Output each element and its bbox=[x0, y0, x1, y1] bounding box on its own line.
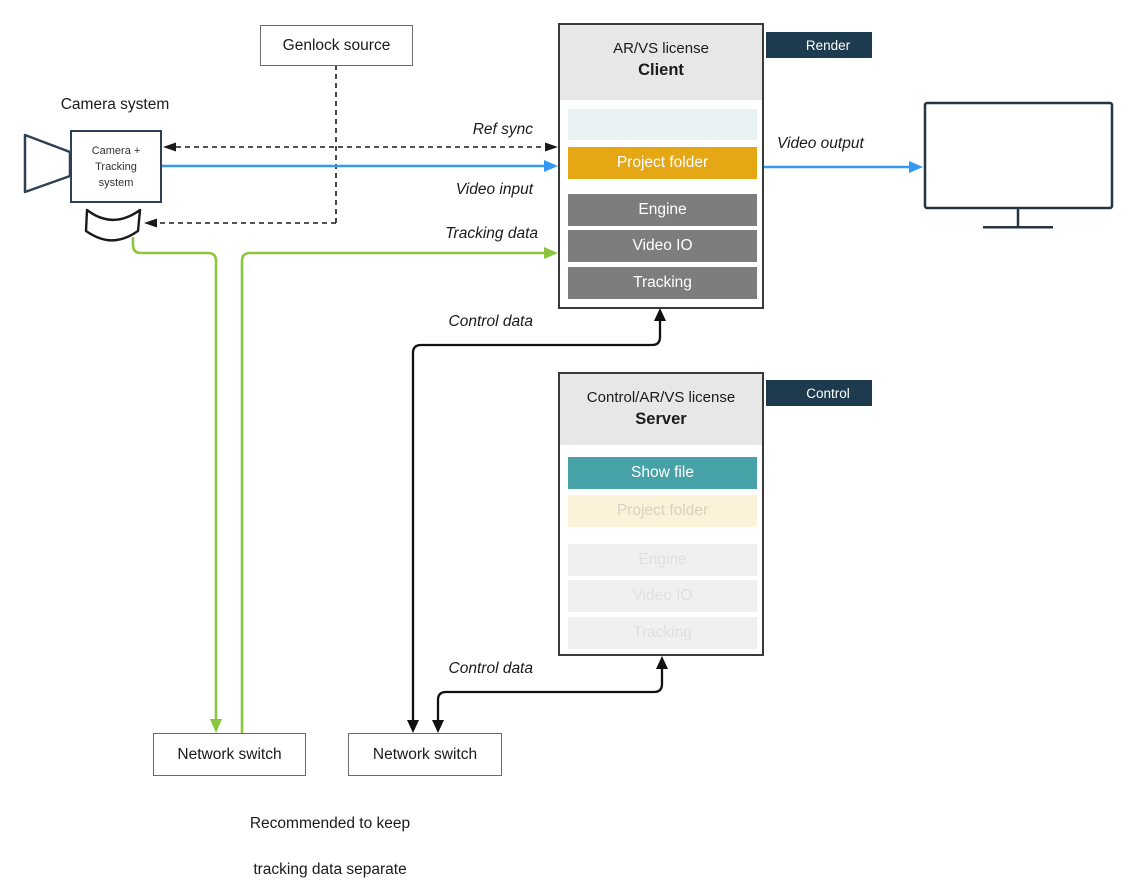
tracking-arrowheads bbox=[210, 247, 558, 733]
camera-body-box: Camera + Tracking system bbox=[70, 130, 162, 203]
client-row-engine: Engine bbox=[568, 194, 757, 226]
ref-sync-arrowhead-left bbox=[163, 142, 176, 152]
ref-sync-label: Ref sync bbox=[472, 121, 533, 138]
monitor-icon bbox=[923, 101, 1114, 229]
video-input-label: Video input bbox=[455, 181, 533, 198]
server-row-video-io: Video IO bbox=[568, 580, 757, 612]
client-row-showfile-slot bbox=[568, 109, 757, 140]
server-row-tracking: Tracking bbox=[568, 617, 757, 649]
tracking-note-line2: tracking data separate bbox=[253, 861, 407, 878]
server-license-label: Control/AR/VS license bbox=[586, 389, 736, 406]
network-switch-left-box: Network switch bbox=[153, 733, 306, 776]
camera-lens-icon bbox=[23, 133, 72, 194]
network-switch-right-box: Network switch bbox=[348, 733, 502, 776]
client-node-header: AR/VS license Client bbox=[560, 25, 762, 100]
render-tag: Render bbox=[766, 32, 872, 58]
tracking-to-switch-line bbox=[131, 237, 218, 719]
tracking-client-arrowhead bbox=[544, 247, 558, 259]
server-role-label: Server bbox=[635, 410, 687, 428]
ref-sync-arrowhead-right bbox=[545, 142, 558, 152]
client-row-tracking: Tracking bbox=[568, 267, 757, 299]
server-control-line bbox=[436, 669, 664, 720]
control-server-arrowhead bbox=[656, 656, 668, 669]
tracking-sync-arrowhead bbox=[144, 218, 157, 228]
render-tag-label: Render bbox=[805, 37, 851, 53]
server-node-header: Control/AR/VS license Server bbox=[560, 374, 762, 445]
genlock-sync-lines bbox=[157, 65, 545, 224]
control-switch-arrowhead-2 bbox=[432, 720, 444, 733]
network-switch-right-label: Network switch bbox=[372, 745, 478, 763]
tracking-note-line1: Recommended to keep bbox=[249, 815, 411, 832]
control-tag-label: Control bbox=[806, 385, 850, 401]
client-row-video-io: Video IO bbox=[568, 230, 757, 262]
video-output-label: Video output bbox=[777, 135, 864, 152]
genlock-source-label: Genlock source bbox=[282, 36, 391, 54]
camera-system-title: Camera system bbox=[60, 96, 170, 113]
client-control-line bbox=[411, 321, 662, 720]
client-node: AR/VS license Client Project folder Engi… bbox=[558, 23, 764, 309]
server-node: Control/AR/VS license Server Show file P… bbox=[558, 372, 764, 656]
client-row-project-folder: Project folder bbox=[568, 147, 757, 179]
control-lines bbox=[411, 321, 664, 720]
video-lines bbox=[162, 164, 909, 169]
monitor-screen bbox=[923, 101, 1114, 210]
network-switch-left-label: Network switch bbox=[177, 745, 282, 763]
control-data-upper-label: Control data bbox=[448, 313, 533, 330]
control-arrowheads bbox=[407, 308, 668, 733]
video-input-arrowhead bbox=[544, 160, 558, 172]
dashed-arrowheads bbox=[144, 142, 558, 228]
server-row-show-file: Show file bbox=[568, 457, 757, 489]
server-row-engine: Engine bbox=[568, 544, 757, 576]
genlock-source-box: Genlock source bbox=[260, 25, 413, 66]
tracking-sensor-icon bbox=[84, 208, 142, 242]
switch-to-client-tracking-line bbox=[240, 251, 544, 733]
tracking-lines bbox=[131, 237, 544, 733]
control-client-arrowhead bbox=[654, 308, 666, 321]
control-data-lower-label: Control data bbox=[448, 660, 533, 677]
tracking-data-label: Tracking data bbox=[445, 225, 538, 242]
server-row-project-folder: Project folder bbox=[568, 495, 757, 527]
control-tag: Control bbox=[766, 380, 872, 406]
camera-body-label: Camera + Tracking system bbox=[91, 144, 141, 189]
control-switch-arrowhead-1 bbox=[407, 720, 419, 733]
client-role-label: Client bbox=[638, 61, 684, 79]
video-output-arrowhead bbox=[909, 161, 923, 173]
tracking-switch-arrowhead bbox=[210, 719, 222, 733]
tracking-note: Recommended to keep tracking data separa… bbox=[170, 789, 490, 880]
video-arrowheads bbox=[544, 160, 923, 173]
client-license-label: AR/VS license bbox=[613, 40, 709, 57]
